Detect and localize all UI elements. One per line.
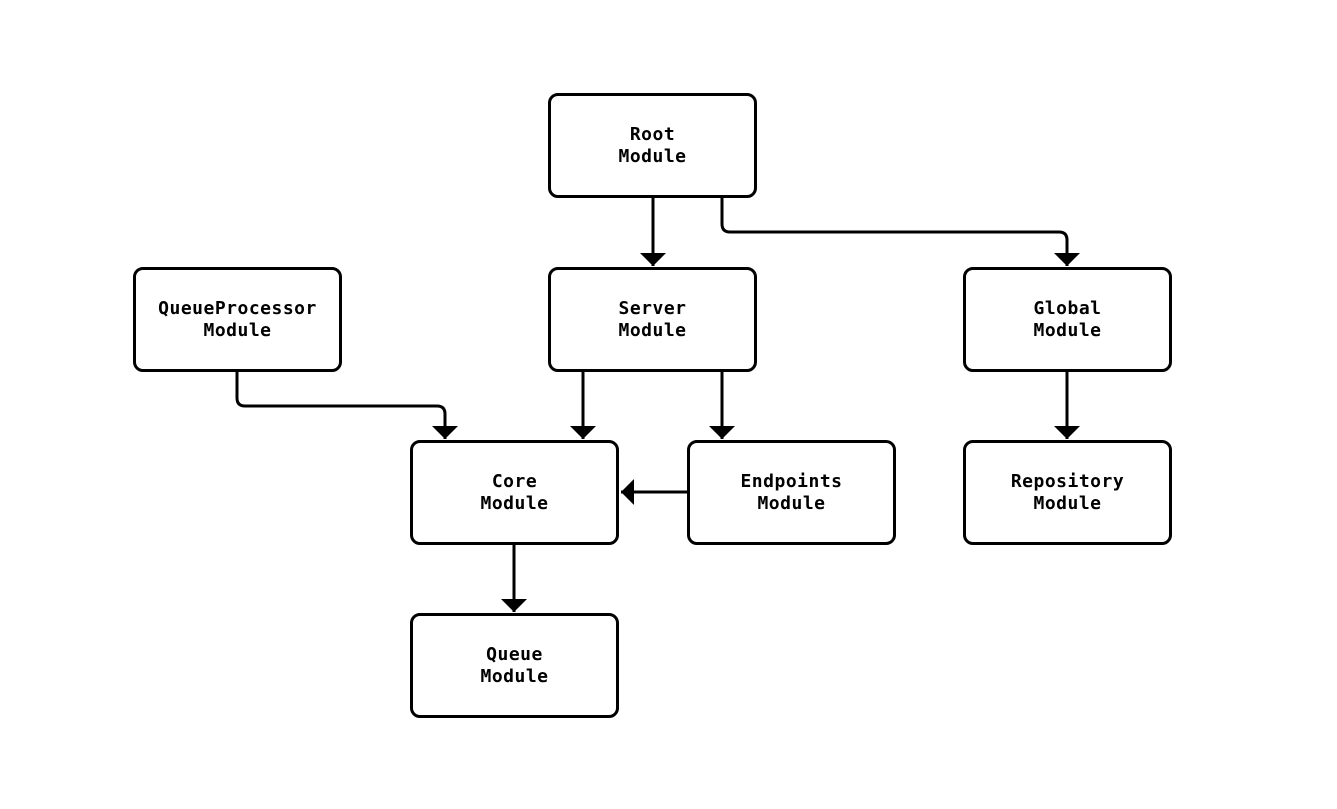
node-core-module: Core Module [410,440,619,545]
node-queue-module: Queue Module [410,613,619,718]
arrowhead-global-to-repository [1054,426,1080,439]
node-label: QueueProcessor Module [158,297,317,341]
arrowhead-queueprocessor-to-core [432,426,458,439]
node-endpoints-module: Endpoints Module [687,440,896,545]
arrowhead-endpoints-to-core [621,479,634,505]
node-label: Server Module [618,297,687,341]
arrowhead-server-to-endpoints [709,426,735,439]
edge-queueprocessor-to-core [235,372,447,439]
node-global-module: Global Module [963,267,1172,372]
arrowhead-core-to-queue [501,599,527,612]
arrowhead-server-to-core [570,426,596,439]
node-queueprocessor-module: QueueProcessor Module [133,267,342,372]
node-label: Core Module [480,470,549,514]
node-label: Repository Module [1010,470,1125,514]
arrowhead-root-to-global [1054,253,1080,266]
node-server-module: Server Module [548,267,757,372]
node-root-module: Root Module [548,93,757,198]
node-label: Endpoints Module [740,470,843,514]
node-label: Global Module [1033,297,1102,341]
node-label: Queue Module [480,643,549,687]
edge-root-to-global [720,198,1069,266]
node-label: Root Module [618,123,687,167]
arrowhead-root-to-server [640,253,666,266]
node-repository-module: Repository Module [963,440,1172,545]
